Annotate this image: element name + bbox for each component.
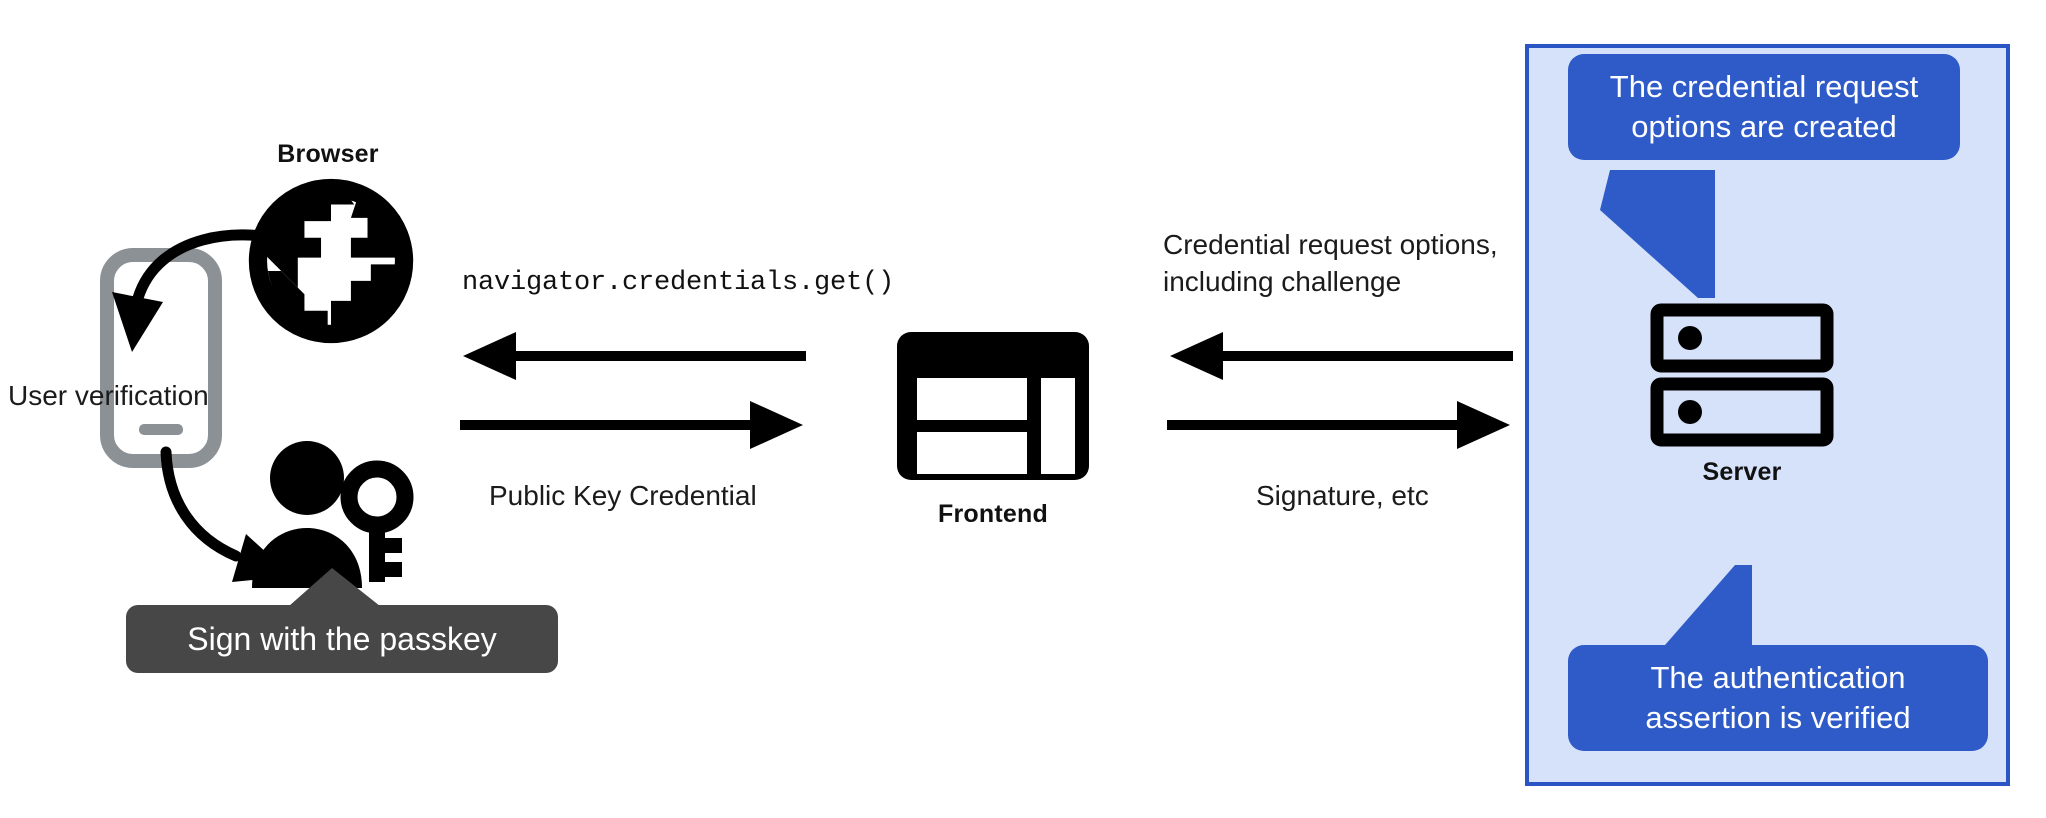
server-top-callout: The credential request options are creat…	[1568, 54, 1960, 160]
frontend-to-server-label: Signature, etc	[1256, 480, 1429, 511]
web-layout-icon	[897, 332, 1089, 480]
user-verification-label: User verification	[8, 380, 209, 411]
server-top-callout-tail	[1600, 170, 1715, 298]
passkey-tooltip-tail	[280, 568, 390, 614]
person-with-key-icon	[252, 441, 414, 588]
navigator-credentials-get-label: navigator.credentials.get()	[462, 268, 895, 298]
arrow-left-icon-server-to-frontend	[1170, 332, 1513, 380]
public-key-credential-label: Public Key Credential	[489, 480, 757, 511]
frontend-label: Frontend	[938, 500, 1048, 528]
server-to-frontend-label: Credential request options, including ch…	[1163, 229, 1498, 297]
passkey-tooltip: Sign with the passkey	[126, 605, 558, 673]
server-rack-icon	[1650, 303, 1834, 447]
browser-label: Browser	[277, 140, 379, 168]
globe-icon	[248, 178, 414, 344]
arrow-left-icon-frontend-to-browser	[463, 332, 806, 380]
curved-arrow-down-icon	[112, 229, 296, 352]
server-label: Server	[1702, 458, 1782, 486]
arrow-right-icon-browser-to-frontend	[460, 401, 803, 449]
server-bottom-callout: The authentication assertion is verified	[1568, 645, 1988, 751]
arrow-right-icon-frontend-to-server	[1167, 401, 1510, 449]
